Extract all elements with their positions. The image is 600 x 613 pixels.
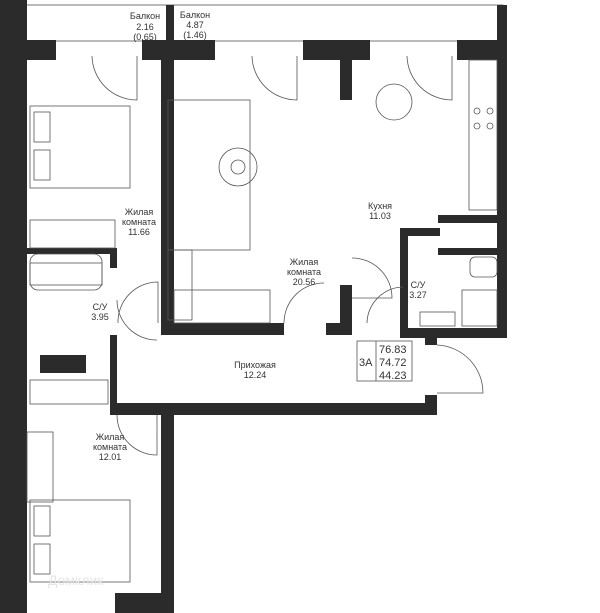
walls bbox=[0, 0, 507, 613]
kitchen-name: Кухня bbox=[368, 201, 392, 211]
sink bbox=[419, 311, 456, 327]
bathroom-1-area: 3.95 bbox=[91, 312, 109, 322]
apartment-summary: 3А 76.83 74.72 44.23 bbox=[356, 340, 413, 382]
toilet bbox=[469, 256, 498, 278]
bedroom-2-name: Жилая bbox=[96, 432, 125, 442]
bathroom-2-name: С/У bbox=[411, 280, 426, 290]
room-labels: Балкон 2.16 (0.65) Балкон 4.87 (1.46) Жи… bbox=[91, 10, 427, 462]
hallway-area: 12.24 bbox=[244, 370, 267, 380]
bedroom-1-name2: комната bbox=[122, 217, 156, 227]
bedroom-1-name: Жилая bbox=[125, 207, 154, 217]
wardrobe bbox=[173, 289, 271, 324]
wardrobe bbox=[29, 219, 116, 249]
living-room-area: 20.56 bbox=[293, 277, 316, 287]
balcony-2-name: Балкон bbox=[180, 10, 210, 20]
wardrobe bbox=[29, 379, 109, 405]
bathroom-2-area: 3.27 bbox=[409, 290, 427, 300]
bedroom-2-name2: комната bbox=[93, 442, 127, 452]
sofa bbox=[167, 99, 251, 251]
bedroom-2-area: 12.01 bbox=[99, 452, 122, 462]
dining-table bbox=[375, 83, 413, 121]
balcony-2-area: 4.87 bbox=[186, 20, 204, 30]
apartment-type: 3А bbox=[359, 357, 373, 369]
balcony-outline bbox=[21, 4, 507, 42]
bedroom-1-area: 11.66 bbox=[128, 227, 150, 237]
bed bbox=[29, 499, 131, 583]
living-room-name: Жилая bbox=[290, 257, 319, 267]
bed bbox=[29, 105, 131, 189]
hallway-name: Прихожая bbox=[234, 360, 276, 370]
doors bbox=[91, 55, 484, 456]
kitchen-area: 11.03 bbox=[369, 211, 391, 221]
balcony-1-area: 2.16 bbox=[136, 22, 154, 32]
living-room-name2: комната bbox=[287, 267, 321, 277]
furniture bbox=[26, 59, 498, 583]
bathroom-1-name: С/У bbox=[93, 302, 108, 312]
living-area: 44.23 bbox=[379, 370, 407, 382]
desk bbox=[167, 249, 193, 321]
kitchen-counter bbox=[468, 59, 498, 211]
desk bbox=[26, 431, 54, 503]
balcony-2-extra: (1.46) bbox=[183, 30, 207, 40]
area-2: 74.72 bbox=[379, 357, 407, 369]
balcony-1-name: Балкон bbox=[130, 11, 160, 21]
watermark: Домклик bbox=[48, 572, 104, 588]
shower bbox=[461, 289, 498, 327]
rug bbox=[218, 147, 258, 187]
total-area: 76.83 bbox=[379, 344, 407, 356]
balcony-1-extra: (0.65) bbox=[133, 32, 157, 42]
